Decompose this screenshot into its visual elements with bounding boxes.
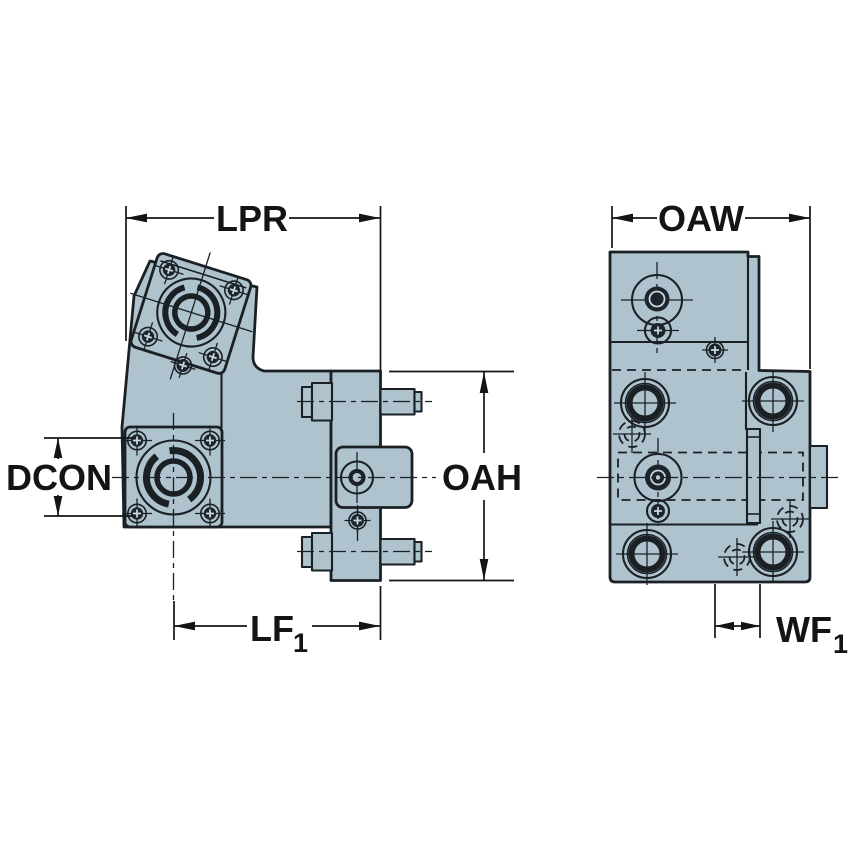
label-lf: LF bbox=[250, 608, 294, 649]
dimension-dcon: DCON bbox=[6, 437, 134, 517]
label-oaw: OAW bbox=[658, 198, 744, 239]
label-oah: OAH bbox=[442, 457, 522, 498]
label-wf: WF bbox=[776, 609, 832, 650]
front-center-small-bore bbox=[645, 498, 671, 524]
side-view bbox=[112, 250, 436, 601]
dimension-oah: OAH bbox=[389, 370, 522, 582]
dimensions: LPR DCON OAH bbox=[6, 198, 848, 659]
dimension-lpr: LPR bbox=[125, 198, 382, 370]
label-dcon: DCON bbox=[6, 457, 112, 498]
dimension-wf1: WF 1 bbox=[714, 584, 848, 659]
front-clamp-rail bbox=[745, 427, 762, 525]
side-block-screw bbox=[343, 505, 372, 541]
dimension-oaw: OAW bbox=[611, 198, 811, 369]
dimension-lf1: LF 1 bbox=[173, 586, 382, 658]
tilted-flange bbox=[128, 250, 254, 383]
label-lpr: LPR bbox=[216, 198, 288, 239]
front-view bbox=[597, 250, 839, 585]
front-hidden-pocket bbox=[617, 451, 804, 501]
label-lf-subscript: 1 bbox=[293, 628, 308, 658]
label-wf-subscript: 1 bbox=[833, 629, 848, 659]
front-top-small-bore bbox=[637, 316, 679, 345]
